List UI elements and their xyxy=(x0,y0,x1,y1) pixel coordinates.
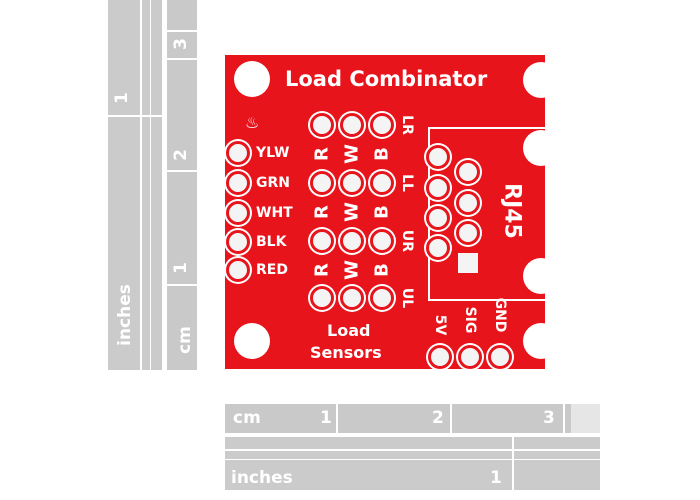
wire-label: RED xyxy=(256,262,288,278)
mounting-hole xyxy=(234,323,270,359)
header-label: GND xyxy=(492,297,508,333)
column-letter: W xyxy=(341,144,363,164)
wire-label: BLK xyxy=(256,234,287,250)
column-letter: W xyxy=(341,202,363,222)
ruler-mark: 1 xyxy=(490,468,502,488)
flame-logo-icon: ♨ xyxy=(245,113,260,132)
sensor-pin xyxy=(340,113,364,137)
subtitle-line1: Load xyxy=(327,321,371,340)
sensor-pin xyxy=(340,286,364,310)
header-pin xyxy=(428,345,452,369)
wire-label: WHT xyxy=(256,205,293,221)
sensor-pin xyxy=(310,286,334,310)
ruler-mark: 3 xyxy=(543,408,555,428)
header-pin xyxy=(488,345,512,369)
rj45-pin xyxy=(456,221,480,245)
mounting-hole xyxy=(234,61,270,97)
rj45-square-pin xyxy=(458,253,478,273)
sensor-pin xyxy=(370,286,394,310)
vertical-inches-ruler: 1 inches xyxy=(108,0,162,370)
ruler-mark: 1 xyxy=(170,262,191,274)
sensor-pin xyxy=(340,171,364,195)
vertical-cm-ruler: 3 2 1 cm xyxy=(167,0,197,370)
rj45-pin xyxy=(426,176,450,200)
rj45-pin xyxy=(456,191,480,215)
ruler-unit: cm xyxy=(174,326,195,354)
wire-pin xyxy=(226,201,250,225)
column-letter: B xyxy=(371,205,393,219)
wire-pin xyxy=(226,230,250,254)
ruler-mark: 3 xyxy=(170,38,191,50)
column-letter: B xyxy=(371,263,393,277)
rj45-pin xyxy=(426,206,450,230)
column-letter: R xyxy=(311,147,333,161)
sensor-pin xyxy=(370,171,394,195)
wire-pin xyxy=(226,141,250,165)
rj45-hole xyxy=(523,258,559,294)
header-label: SIG xyxy=(462,306,478,334)
rj45-pin xyxy=(456,160,480,184)
sensor-pin xyxy=(310,113,334,137)
header-label: 5V xyxy=(432,314,448,336)
ruler-mark: 2 xyxy=(170,149,191,161)
sensor-label: UL xyxy=(399,287,415,309)
sensor-pin xyxy=(340,229,364,253)
ruler-mark: 2 xyxy=(432,408,444,428)
mounting-hole xyxy=(523,323,559,359)
rj45-pin xyxy=(426,236,450,260)
column-letter: R xyxy=(311,205,333,219)
mounting-hole xyxy=(523,62,559,98)
column-letter: R xyxy=(311,263,333,277)
rj45-pin xyxy=(426,145,450,169)
wire-pin xyxy=(226,258,250,282)
rj45-label: RJ45 xyxy=(499,183,525,239)
pcb-board: Load Combinator ♨ YLW GRN WHT BLK RED LR… xyxy=(225,55,559,369)
wire-label: YLW xyxy=(256,145,290,161)
wire-label: GRN xyxy=(256,175,290,191)
horizontal-cm-ruler: cm 1 2 3 xyxy=(225,404,600,433)
subtitle-line2: Sensors xyxy=(310,343,382,362)
board-title: Load Combinator xyxy=(285,67,488,91)
wire-pin xyxy=(226,171,250,195)
ruler-unit: inches xyxy=(231,468,293,488)
ruler-unit: inches xyxy=(114,284,135,346)
ruler-mark: 1 xyxy=(111,92,132,104)
column-letter: W xyxy=(341,260,363,280)
rj45-hole xyxy=(523,130,559,166)
ruler-unit: cm xyxy=(233,408,261,428)
sensor-label: LR xyxy=(399,115,415,135)
sensor-pin xyxy=(310,229,334,253)
horizontal-inches-ruler: inches 1 xyxy=(225,437,600,490)
sensor-label: UR xyxy=(399,229,415,253)
column-letter: B xyxy=(371,147,393,161)
header-pin xyxy=(458,345,482,369)
sensor-pin xyxy=(370,229,394,253)
sensor-pin xyxy=(370,113,394,137)
sensor-label: LL xyxy=(399,174,415,192)
ruler-mark: 1 xyxy=(320,408,332,428)
sensor-pin xyxy=(310,171,334,195)
